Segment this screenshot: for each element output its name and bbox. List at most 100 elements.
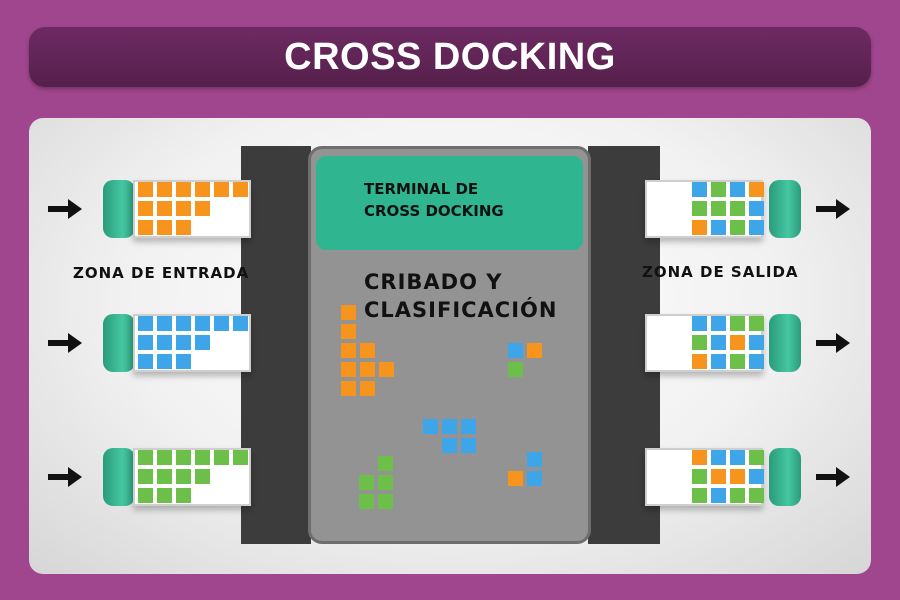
terminal-header [316,156,583,250]
dock-area-left [241,146,311,544]
process-label-line2: CLASIFICACIÓN [364,298,558,322]
cargo-box [138,316,153,331]
arrow-right-icon [48,199,82,219]
arrow-right-icon [48,333,82,353]
cargo-box [527,452,542,467]
cargo-box [730,201,745,216]
cargo-box [379,362,394,377]
zona-entrada-label: ZONA DE ENTRADA [73,264,250,282]
cargo-box [195,316,210,331]
process-label-line1: CRIBADO Y [364,270,503,294]
cargo-box [176,450,191,465]
cargo-box [157,335,172,350]
cargo-box [730,469,745,484]
cargo-box [157,182,172,197]
cargo-box [711,182,726,197]
cargo-box [138,488,153,503]
cargo-box [749,316,764,331]
cargo-box [176,201,191,216]
cargo-box [138,182,153,197]
cargo-box [195,182,210,197]
cargo-box [730,335,745,350]
cargo-box [711,201,726,216]
truck-icon [769,448,801,506]
cargo-box [730,220,745,235]
cargo-box [157,316,172,331]
cargo-box [214,450,229,465]
cargo-box [157,450,172,465]
cargo-box [233,182,248,197]
cargo-box [442,419,457,434]
cargo-box [692,220,707,235]
terminal-heading-line2: CROSS DOCKING [364,202,504,220]
cargo-box [442,438,457,453]
truck-icon [769,180,801,238]
truck-icon [103,314,135,372]
cargo-box [157,488,172,503]
truck-icon [103,180,135,238]
cargo-box [360,343,375,358]
cargo-box [341,343,356,358]
cargo-box [138,469,153,484]
cargo-box [176,182,191,197]
cargo-box [176,354,191,369]
cargo-box [730,182,745,197]
cargo-box [711,488,726,503]
cargo-box [730,354,745,369]
cargo-box [508,362,523,377]
cargo-box [214,316,229,331]
cargo-box [360,381,375,396]
cargo-box [711,316,726,331]
cargo-box [157,220,172,235]
cargo-box [138,220,153,235]
arrow-right-icon [48,467,82,487]
cargo-box [692,450,707,465]
cargo-box [378,475,393,490]
cargo-box [711,220,726,235]
cargo-box [749,488,764,503]
truck-icon [103,448,135,506]
cargo-box [360,362,375,377]
cargo-box [692,488,707,503]
page-title: CROSS DOCKING [284,35,616,78]
cargo-box [749,469,764,484]
cargo-box [138,450,153,465]
cargo-box [711,469,726,484]
cargo-box [157,354,172,369]
cargo-box [423,419,438,434]
cargo-box [176,469,191,484]
cargo-box [195,450,210,465]
cargo-box [711,335,726,350]
cargo-box [176,220,191,235]
cargo-box [749,450,764,465]
cargo-box [138,354,153,369]
cargo-box [195,469,210,484]
cargo-box [341,381,356,396]
title-bar: CROSS DOCKING [29,27,871,87]
cargo-box [527,343,542,358]
truck-icon [769,314,801,372]
cargo-box [692,469,707,484]
cargo-box [749,182,764,197]
cargo-box [233,316,248,331]
cargo-box [378,456,393,471]
cargo-box [176,488,191,503]
cargo-box [527,471,542,486]
cargo-box [749,201,764,216]
cargo-box [711,354,726,369]
zona-salida-label: ZONA DE SALIDA [642,263,799,281]
cargo-box [749,354,764,369]
cargo-box [730,488,745,503]
cargo-box [508,471,523,486]
cargo-box [138,335,153,350]
cargo-box [157,469,172,484]
cargo-box [138,201,153,216]
cargo-box [711,450,726,465]
arrow-right-icon [816,199,850,219]
terminal-heading-line1: TERMINAL DE [364,180,479,198]
cargo-box [233,450,248,465]
cargo-box [341,362,356,377]
cargo-box [692,201,707,216]
cargo-box [730,450,745,465]
cargo-box [176,316,191,331]
